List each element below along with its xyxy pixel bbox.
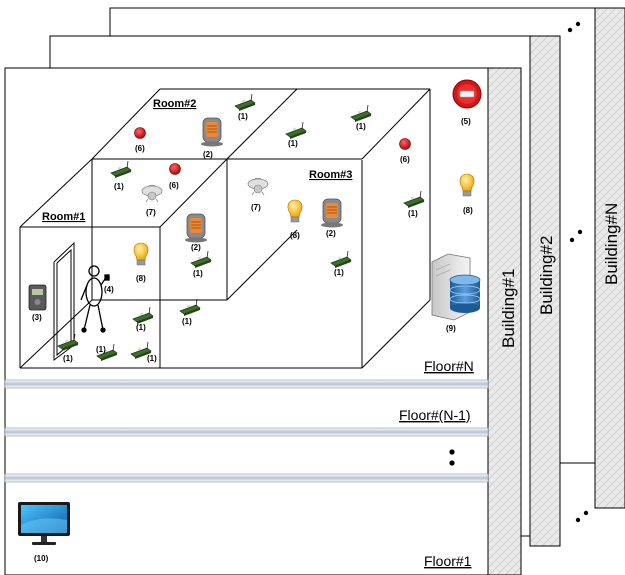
ellipsis-dots-icon bbox=[569, 229, 589, 523]
device-number: (1) bbox=[334, 268, 344, 277]
device-number: (7) bbox=[251, 203, 261, 212]
ellipsis-dots-icon bbox=[567, 21, 581, 33]
device-number: (1) bbox=[96, 345, 106, 354]
device-number: (1) bbox=[136, 323, 146, 332]
database-server-icon bbox=[431, 253, 481, 321]
floor-separators bbox=[4, 379, 489, 483]
device-number: (1) bbox=[238, 112, 248, 121]
device-number: (1) bbox=[114, 182, 124, 191]
floor-1-label: Floor#1 bbox=[424, 553, 472, 569]
device-number: (6) bbox=[169, 181, 179, 190]
floor-n-1-label: Floor#(N-1) bbox=[399, 407, 471, 423]
device-number: (7) bbox=[146, 208, 156, 217]
device-number: (1) bbox=[63, 354, 73, 363]
ellipsis-dots-icon bbox=[449, 449, 455, 466]
building-2-label: Building#2 bbox=[537, 236, 556, 315]
alarm-led-icon bbox=[399, 138, 411, 150]
device-number: (1) bbox=[288, 139, 298, 148]
device-number: (1) bbox=[147, 354, 157, 363]
heater-icon bbox=[320, 198, 344, 228]
monitor-icon bbox=[18, 502, 70, 545]
device-number: (2) bbox=[191, 243, 201, 252]
device-number: (3) bbox=[32, 313, 42, 322]
device-number: (1) bbox=[356, 122, 366, 131]
alarm-led-icon bbox=[134, 127, 146, 139]
room-1-label: Room#1 bbox=[42, 211, 85, 223]
building-1-label: Building#1 bbox=[499, 269, 518, 348]
device-number: (6) bbox=[400, 155, 410, 164]
room-2-label: Room#2 bbox=[153, 98, 196, 110]
device-number: (8) bbox=[290, 231, 300, 240]
device-number: (8) bbox=[463, 206, 473, 215]
alarm-led-icon bbox=[169, 163, 181, 175]
heater-icon bbox=[200, 117, 224, 147]
rfid-reader-icon bbox=[28, 284, 47, 311]
device-number: (10) bbox=[34, 554, 49, 563]
heater-icon bbox=[184, 213, 208, 243]
device-number: (2) bbox=[203, 150, 213, 159]
rooms-wireframe bbox=[19, 88, 431, 369]
fire-alarm-icon bbox=[452, 79, 482, 109]
device-number: (6) bbox=[135, 144, 145, 153]
device-number: (4) bbox=[104, 285, 114, 294]
device-number: (9) bbox=[446, 324, 456, 333]
device-number: (5) bbox=[461, 117, 471, 126]
room-3-label: Room#3 bbox=[309, 169, 352, 181]
device-number: (1) bbox=[193, 269, 203, 278]
floor-n-label: Floor#N bbox=[424, 358, 474, 374]
person-icon bbox=[80, 265, 110, 333]
building-1: Building#1 bbox=[4, 67, 522, 575]
device-number: (2) bbox=[326, 229, 336, 238]
device-number: (8) bbox=[136, 274, 146, 283]
device-number: (1) bbox=[182, 317, 192, 326]
device-number: (1) bbox=[408, 209, 418, 218]
building-n-label: Building#N bbox=[602, 203, 621, 285]
